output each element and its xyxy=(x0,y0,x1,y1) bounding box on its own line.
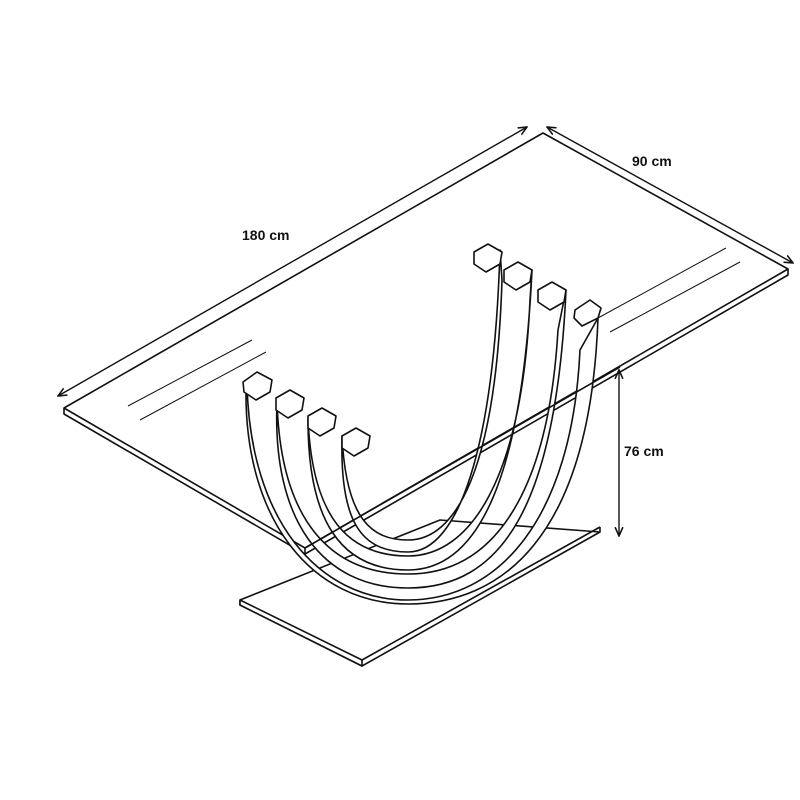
dimension-length: 180 cm xyxy=(58,127,527,396)
dimension-length-label: 180 cm xyxy=(242,227,289,243)
dimension-width-line xyxy=(547,127,793,263)
dimension-height: 76 cm xyxy=(619,370,664,536)
dimension-width-label: 90 cm xyxy=(632,153,672,169)
dimension-height-label: 76 cm xyxy=(624,443,664,459)
dimension-length-line xyxy=(58,127,527,396)
glass-tabletop xyxy=(63,132,789,555)
dimension-width: 90 cm xyxy=(547,127,793,263)
tabletop-front-edge xyxy=(304,366,621,549)
